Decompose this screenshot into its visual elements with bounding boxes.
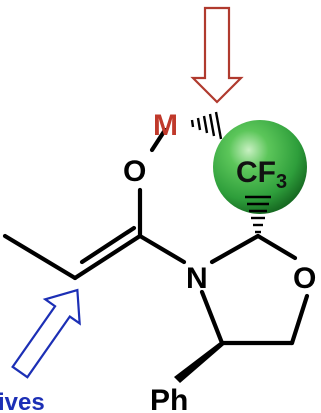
o-m-bond [149, 127, 168, 153]
alkene-bond-inner [79, 225, 137, 265]
hashed-wedge-m-cf3 [190, 111, 223, 140]
hollow-diagonal-arrow-icon [11, 288, 81, 379]
bond-lines [2, 127, 310, 346]
ring-oxygen-label: O [293, 262, 316, 295]
hashed-wedge-c2-cf3 [245, 195, 271, 234]
c2-o-bond [255, 233, 298, 261]
c4-n-bond [199, 289, 225, 346]
hollow-down-arrow-icon [190, 6, 244, 104]
methyl-bond [2, 233, 78, 281]
o-ch2-bond [289, 293, 310, 346]
green-sphere-icon [213, 120, 307, 214]
ester-oxygen-label: O [123, 155, 146, 188]
alkene-bond-outer [72, 233, 143, 281]
nitrogen-label: N [186, 262, 208, 295]
solid-wedge-c4-ph [174, 342, 224, 383]
n-c2-bond [209, 233, 261, 265]
c-n-bond [137, 233, 187, 265]
metal-label: M [153, 109, 178, 142]
cf3-label: CF3 [236, 156, 287, 193]
bottom-left-label: ives [0, 389, 45, 413]
phenyl-label: Ph [150, 384, 188, 413]
